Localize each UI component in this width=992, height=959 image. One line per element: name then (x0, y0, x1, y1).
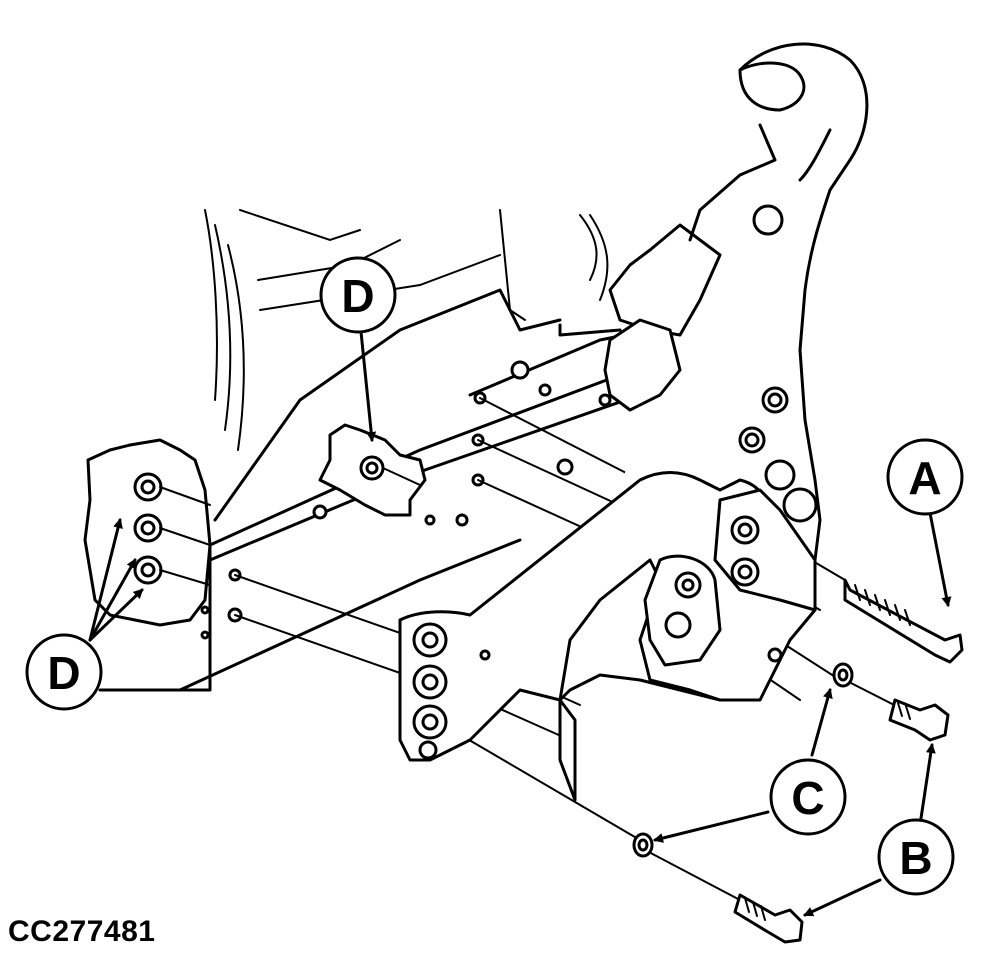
right-mount-block (643, 554, 722, 667)
arm-bolt-3 (764, 459, 796, 491)
hole-9 (424, 514, 436, 526)
right-mount-bolt-2 (664, 611, 692, 639)
hole-6 (200, 605, 210, 615)
hole-1 (510, 360, 530, 380)
hole-2 (538, 383, 552, 397)
fastener-bolt-b-upper (888, 698, 950, 742)
hole-3 (598, 393, 612, 407)
arm-bolt-4 (782, 487, 818, 523)
callout-b: B (877, 818, 955, 896)
fastener-bolt-a (843, 578, 964, 664)
hole-8 (312, 504, 328, 520)
left-bracket-section (83, 438, 212, 627)
hole-14 (556, 458, 574, 476)
washer-c-lower (632, 832, 654, 858)
callout-a-label: A (908, 452, 941, 504)
callout-d-top-label: D (341, 270, 374, 322)
fastener-bolt-b-lower (733, 893, 804, 944)
washer-c-upper (832, 662, 854, 688)
callout-d-left-label: D (47, 647, 80, 699)
hole-7 (200, 630, 210, 640)
callout-c: C (769, 758, 847, 836)
arm-hole (752, 204, 784, 236)
callout-a: A (886, 438, 964, 516)
callout-b-label: B (899, 832, 932, 884)
callout-c-label: C (791, 772, 824, 824)
callout-d-left: D (25, 633, 103, 711)
callout-d-top: D (319, 256, 397, 334)
lower-hitch-plate (398, 471, 817, 762)
callout-leaders (88, 320, 952, 917)
figure-id: CC277481 (8, 915, 156, 948)
lower-pivot-block (603, 318, 682, 412)
hole-13 (455, 513, 469, 527)
